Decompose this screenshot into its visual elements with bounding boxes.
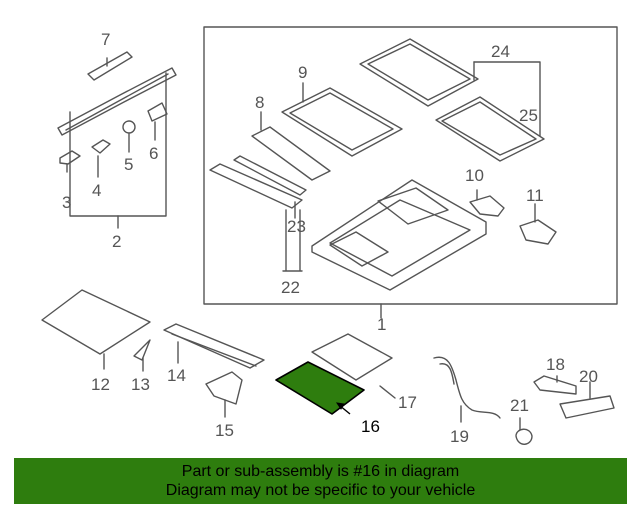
part-5 [122,120,136,134]
part-21 [515,428,533,445]
parts-diagram: 1 2 3 4 5 6 7 8 9 10 11 12 13 14 15 16 1… [41,26,618,446]
part-11 [519,219,557,245]
callout-2: 2 [112,232,121,251]
part-18 [533,375,577,395]
callout-10: 10 [465,166,484,185]
part-13 [133,339,151,361]
callout-24: 24 [491,42,510,61]
callout-23: 23 [287,217,306,236]
callout-9: 9 [298,63,307,82]
part-20 [559,395,615,419]
callout-25: 25 [519,106,538,125]
part-23-deflector [209,163,303,209]
part-17-sunshade [311,333,393,381]
banner-line-2: Diagram may not be specific to your vehi… [165,482,476,499]
part-10 [469,195,505,217]
callout-14: 14 [167,366,186,385]
part-14 [163,323,265,369]
part-8-seal [251,126,331,181]
callout-19: 19 [450,427,469,446]
callout-3: 3 [62,193,71,212]
part-6 [147,102,168,122]
part-3 [59,150,81,165]
callout-8: 8 [255,93,264,112]
callout-7: 7 [101,30,110,49]
callout-15: 15 [215,421,234,440]
callout-12: 12 [91,375,110,394]
callout-5: 5 [124,155,133,174]
notice-banner: Part or sub-assembly is #16 in diagram D… [14,458,627,504]
part-15 [205,371,243,405]
callout-20: 20 [579,367,598,386]
part-19-drain-hose [433,356,501,419]
part-9-glass [281,87,403,157]
part-7 [87,51,133,81]
part-roof-rail [57,67,177,136]
callout-6: 6 [149,144,158,163]
callout-13: 13 [131,375,150,394]
part-24-frame [359,38,479,107]
part-4 [91,139,111,154]
assembly-box [203,26,618,305]
callout-16: 16 [361,417,380,436]
callout-17: 17 [398,393,417,412]
callout-18: 18 [546,355,565,374]
sunroof-housing [311,179,487,291]
banner-line-1: Part or sub-assembly is #16 in diagram [181,463,460,480]
callout-21: 21 [510,396,529,415]
callout-22: 22 [281,278,300,297]
callout-11: 11 [526,186,544,205]
part-25-seal [435,96,545,162]
part-16-highlighted[interactable] [275,361,365,415]
callout-1: 1 [377,315,386,334]
callout-4: 4 [92,181,101,200]
part-12-headliner [41,289,151,355]
